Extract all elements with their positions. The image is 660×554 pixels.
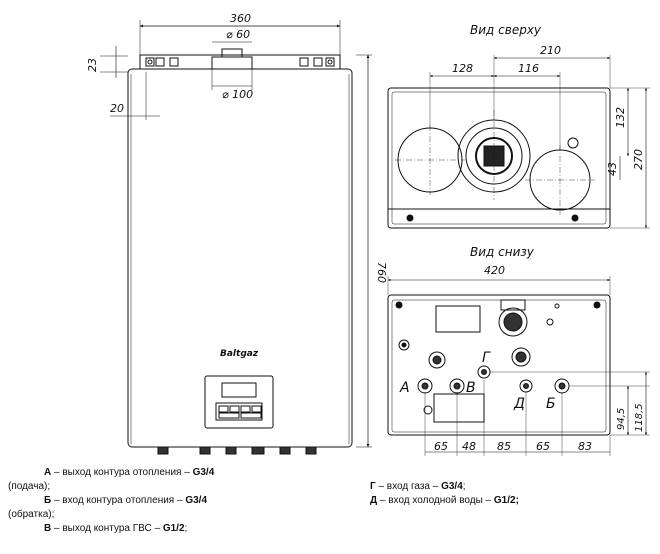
legend-text-g: – вход газа – (375, 481, 442, 492)
dim-bottom-94: 94,5 (616, 408, 627, 430)
dim-top-116: 116 (518, 62, 539, 75)
dim-spacing-2: 48 (462, 440, 476, 453)
dim-spacing-1: 65 (434, 440, 448, 453)
legend-letter-g: Г (370, 481, 376, 492)
dim-spacing-3: 85 (497, 440, 511, 453)
legend-note-b: (обратка); (8, 509, 55, 520)
label-D: Д (513, 396, 525, 412)
dim-flue-outer: ⌀ 100 (222, 88, 253, 101)
dim-side-offset: 20 (110, 102, 124, 115)
legend-right: Г – вход газа – G3/4; Д – вход холодной … (370, 480, 519, 508)
dim-top-132: 132 (614, 107, 627, 128)
legend-letter-a: А (44, 467, 52, 478)
legend-letter-v: В (44, 523, 52, 534)
flue-outlet (221, 48, 243, 58)
legend-item-v: В – выход контура ГВС – G1/2; (8, 522, 214, 536)
legend-thread-b: G3/4 (185, 495, 208, 506)
top-view (387, 55, 650, 229)
label-B: Б (546, 396, 556, 412)
legend-thread-d: G1/2; (493, 495, 519, 506)
legend-text-a: – выход контура отопления – (51, 467, 193, 478)
boiler-body (127, 68, 353, 448)
panel-button-2 (229, 405, 240, 413)
legend-item-b: Б – вход контура отопления – G3/4 (8, 494, 214, 508)
technical-drawing: 360 ⌀ 60 ⌀ 100 23 20 760 Baltgaz (86, 12, 650, 456)
dim-bottom-118: 118,5 (634, 403, 645, 432)
dim-top-128: 128 (452, 62, 473, 75)
dim-front-height: 760 (375, 262, 388, 283)
legend-thread-a: G3/4 (192, 467, 215, 478)
legend-text-v: – выход контура ГВС – (51, 523, 163, 534)
panel-button-1 (218, 405, 229, 413)
legend-item-d: Д – вход холодной воды – G1/2; (370, 494, 519, 508)
dim-top-210: 210 (540, 44, 561, 57)
top-view-title: Вид сверху (470, 23, 542, 37)
legend-note-a: (подача); (8, 481, 51, 492)
legend-thread-v: G1/2 (162, 523, 185, 534)
label-V: В (466, 380, 476, 396)
legend-text-b: – вход контура отопления – (51, 495, 186, 506)
control-panel (204, 375, 274, 429)
label-A: А (399, 380, 410, 396)
legend-letter-b: Б (44, 495, 52, 506)
display-screen (221, 382, 257, 398)
dim-spacing-4: 65 (536, 440, 550, 453)
label-G: Г (482, 350, 491, 366)
front-view (100, 20, 372, 455)
legend-tail-g: ; (462, 481, 466, 492)
legend-letter-d: Д (370, 495, 378, 506)
legend-item-g: Г – вход газа – G3/4; (370, 480, 519, 494)
dim-bottom-420: 420 (484, 264, 505, 277)
dim-top-offset: 23 (86, 58, 99, 72)
legend-thread-g: G3/4 (441, 481, 463, 492)
dim-top-43: 43 (606, 162, 619, 176)
dim-top-270: 270 (632, 149, 645, 170)
dim-spacing-5: 83 (578, 440, 592, 453)
brand-logo: Baltgaz (220, 349, 259, 359)
legend-item-a: А – выход контура отопления – G3/4 (8, 466, 214, 480)
legend-left: А – выход контура отопления – G3/4 (пода… (8, 466, 214, 536)
bottom-view-title: Вид снизу (470, 245, 535, 259)
dim-flue-top: ⌀ 60 (226, 28, 250, 41)
panel-button-4 (251, 405, 262, 413)
legend-tail-v: ; (184, 523, 188, 534)
legend-text-d: – вход холодной воды – (377, 495, 494, 506)
dim-front-width: 360 (230, 12, 251, 25)
panel-button-3 (240, 405, 251, 413)
bottom-view (387, 276, 650, 456)
